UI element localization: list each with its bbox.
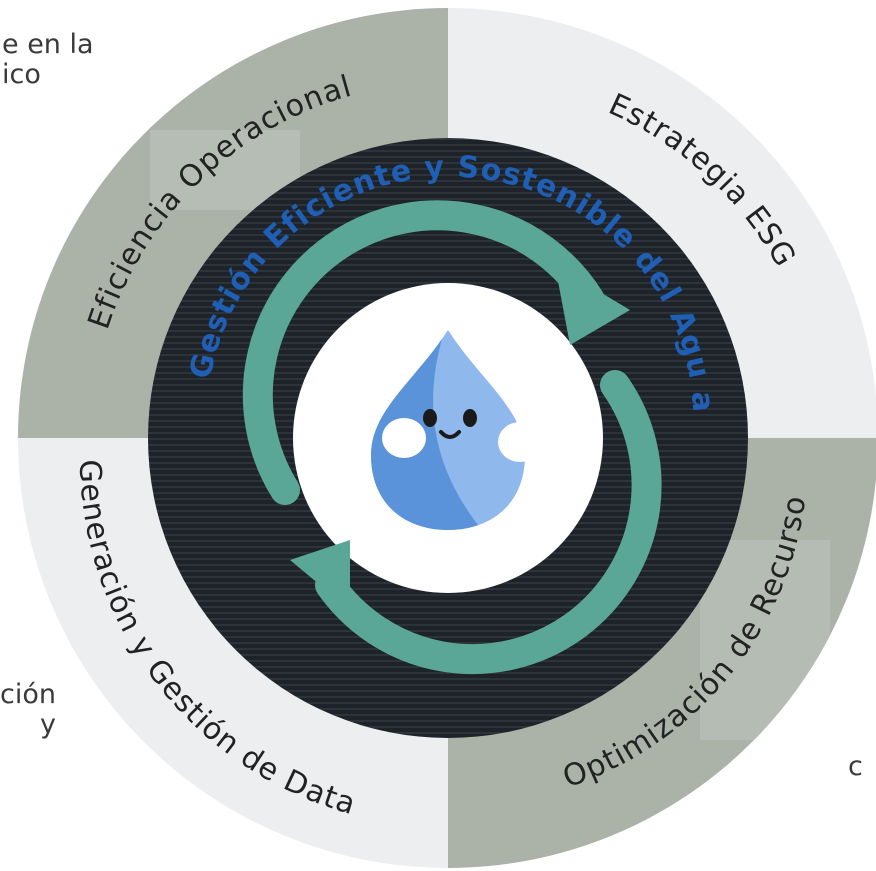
water-drop-icon — [371, 330, 542, 530]
cycle-arrows-icon — [242, 200, 662, 675]
fragment-text-bottom-left: ción y — [0, 680, 56, 740]
fragment-line-2: y — [40, 709, 56, 740]
fragment-text-top-left: e en la ico — [0, 30, 94, 90]
fragment-line-1: ción — [0, 679, 56, 710]
fragment-text-bottom-right: c — [848, 752, 863, 782]
drop-eye-left — [423, 409, 437, 427]
fragment-line-1: e en la — [2, 29, 94, 60]
drop-cheek-right — [498, 422, 542, 462]
fragment-line-2: ico — [2, 59, 41, 90]
drop-eye-right — [463, 409, 477, 427]
fragment-line-1: c — [848, 751, 863, 782]
drop-cheek-left — [382, 418, 426, 458]
drop-smile — [439, 430, 461, 439]
